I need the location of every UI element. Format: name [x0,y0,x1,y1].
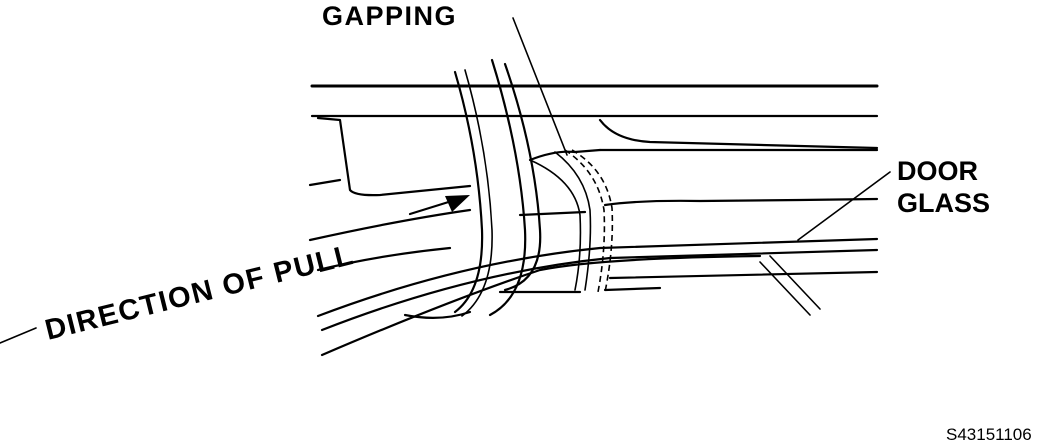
inner-panel [308,116,879,272]
pull-direction-arrow [408,195,470,216]
direction-of-pull-label: DIRECTION OF PULL [42,239,357,347]
door-glass [316,237,879,357]
gapping-label: GAPPING [322,1,457,31]
door-glass-label-line2: GLASS [897,188,990,218]
door-frame [310,84,879,280]
gapping-region [529,149,614,293]
weatherstrip-seal [403,58,662,319]
door-glass-label-line1: DOOR [897,156,978,186]
leader-lines [0,17,891,344]
figure-code: S43151106 [946,425,1032,442]
